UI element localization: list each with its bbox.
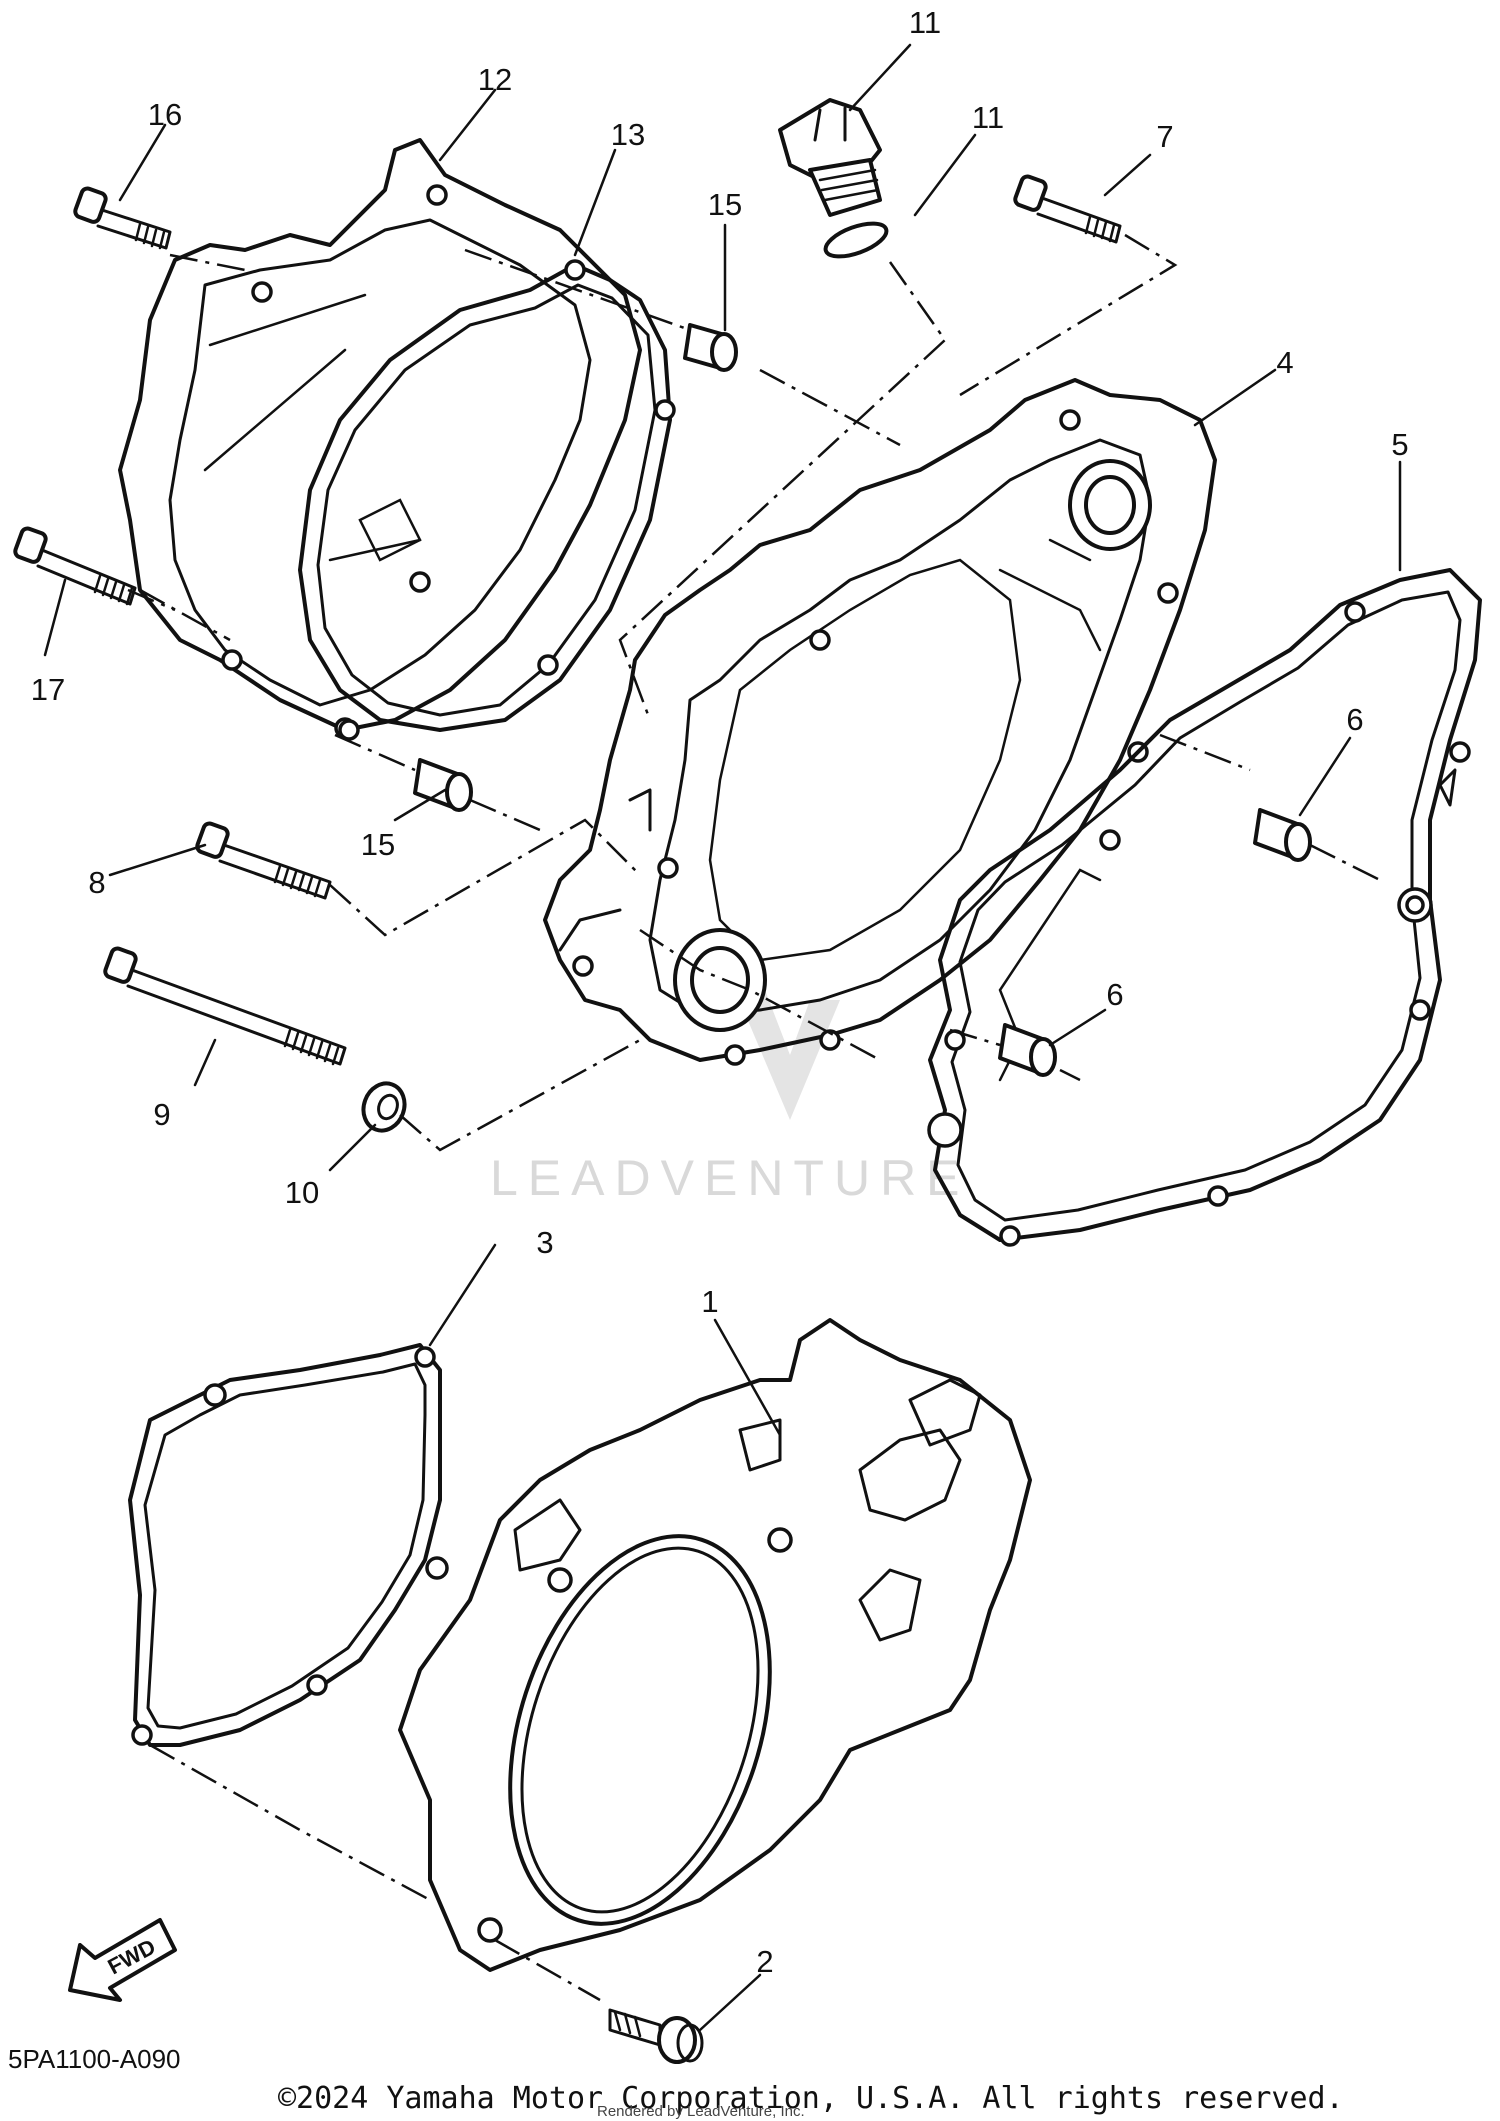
callout-1: 1 [701,1284,718,1319]
reference-code: 5PA1100-A090 [8,2044,181,2074]
callout-11: 11 [909,5,941,40]
crankcase-cover [543,378,1217,1066]
leader-lines [43,43,1402,2032]
callout-6-lower: 6 [1106,977,1123,1012]
callout-9: 9 [153,1097,170,1132]
callout-15-lower: 15 [361,827,395,862]
o-ring [823,221,889,259]
lower-cover-gasket [128,1343,449,1747]
callout-15-upper: 15 [708,187,742,222]
assembly-lines [127,233,1381,2002]
right-cover-gasket [927,568,1482,1247]
callout-12: 11 [972,100,1004,135]
watermark: LEADVENTURE [490,990,970,1206]
fwd-arrow: FWD [68,1918,177,2002]
dowel-15-upper [683,323,738,372]
callout-17: 17 [31,672,65,707]
bolt-9 [103,946,347,1066]
bolt-16 [73,186,172,250]
dowel-6-lower [998,1023,1057,1077]
watermark-text: LEADVENTURE [490,1150,970,1206]
callout-10: 10 [285,1175,319,1210]
oil-filler-plug [778,98,882,217]
callout-14: 13 [611,117,645,152]
rendered-by: Rendered by LeadVenture, Inc. [597,2103,805,2120]
clutch-cover-gasket [298,259,676,741]
dowel-15-lower [413,758,473,812]
callout-7: 7 [1156,119,1173,154]
dowel-6-upper [1253,808,1312,862]
callout-4: 4 [1276,345,1293,380]
clutch-cover-outer [118,138,642,739]
bolt-7 [1013,174,1122,244]
callout-6-upper: 6 [1346,702,1363,737]
bolt-17 [13,526,137,606]
callout-labels: 11 11 7 12 13 15 16 4 5 6 6 17 15 8 9 10… [31,5,1409,1979]
callout-16: 16 [148,97,182,132]
callout-13: 12 [478,62,512,97]
callout-3: 3 [536,1225,553,1260]
bolt-2 [608,2008,704,2064]
copyright-notice: ©2024 Yamaha Motor Corporation, U.S.A. A… [278,2081,1344,2116]
callout-2: 2 [756,1944,773,1979]
lower-cover [398,1318,1032,1972]
bolt-8 [195,821,332,900]
washer-10 [361,1081,407,1133]
callout-5: 5 [1391,427,1408,462]
callout-8: 8 [88,865,105,900]
